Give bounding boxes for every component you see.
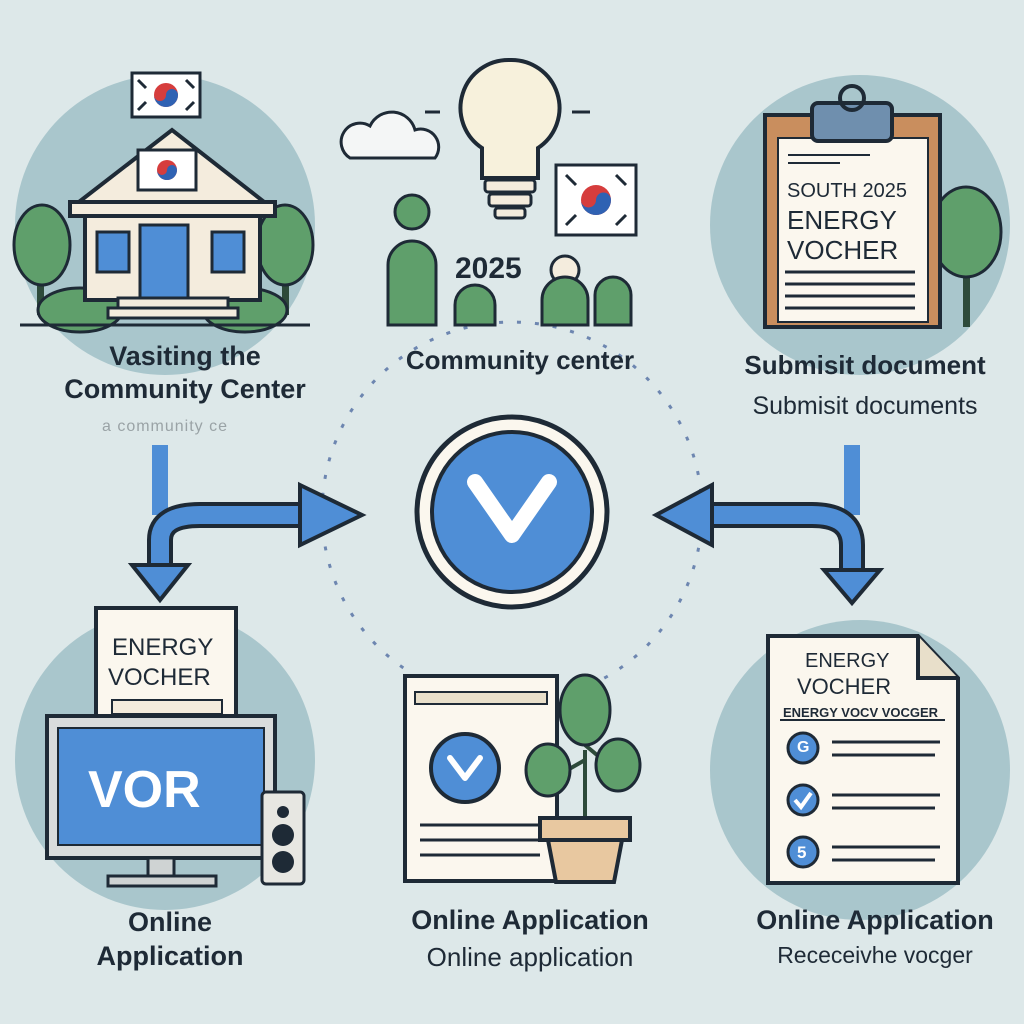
online-pc-title: Online Application (60, 905, 280, 973)
online-pc-title-line-1: Online (127, 907, 212, 937)
visit-caption: a community ce (101, 418, 229, 435)
visit-title: Vasiting the Community Center (0, 340, 370, 406)
pc-screen-text: VOR (88, 761, 201, 819)
voucher-check-glyph-1: G (797, 739, 810, 756)
center-check-badge-icon (414, 414, 610, 610)
submit-title: Submisit document (744, 350, 986, 380)
arrow-right-icon (651, 445, 885, 607)
pc-card-line-2: VOCHER (108, 664, 211, 691)
online-app-title: Online Application (411, 905, 649, 935)
speaker-icon (260, 790, 306, 886)
tree-icon (929, 185, 1003, 327)
lightbulb-icon (458, 57, 562, 220)
idea-community-icon (339, 57, 638, 327)
receive-subtitle: Receceivhe vocger (777, 942, 973, 968)
arrow-left-icon (127, 445, 367, 604)
clipboard-line-3: VOCHER (787, 235, 899, 265)
online-app-subtitle: Online application (426, 942, 634, 972)
receive-title: Online Application (756, 905, 994, 935)
center-year-text: 2025 (455, 252, 522, 285)
clipboard-icon (763, 84, 1003, 329)
clipboard-line-1: SOUTH 2025 (787, 180, 908, 202)
community-center-title: Community center (405, 345, 635, 375)
people-icon (386, 193, 633, 327)
korean-flag-icon (130, 71, 202, 119)
submit-subtitle: Submisit documents (752, 392, 978, 420)
visit-title-line-1: Vasiting the (109, 341, 261, 371)
plant-icon (524, 673, 642, 884)
voucher-line-1: ENERGY (805, 650, 890, 672)
tree-icon (12, 203, 72, 315)
online-pc-title-line-2: Application (96, 941, 244, 971)
cloud-icon (339, 110, 441, 160)
pc-card-line-1: ENERGY (112, 634, 214, 661)
voucher-line-2: VOCHER (797, 674, 892, 699)
voucher-line-3: ENERGY VOCV VOCGER (783, 705, 939, 720)
voucher-document-icon (766, 634, 960, 885)
clipboard-line-2: ENERGY (787, 205, 897, 235)
community-center-building-icon (12, 71, 315, 334)
computer-icon (45, 606, 306, 888)
voucher-check-glyph-3: 5 (797, 843, 807, 862)
korean-flag-icon (554, 163, 638, 237)
visit-title-line-2: Community Center (64, 374, 306, 404)
